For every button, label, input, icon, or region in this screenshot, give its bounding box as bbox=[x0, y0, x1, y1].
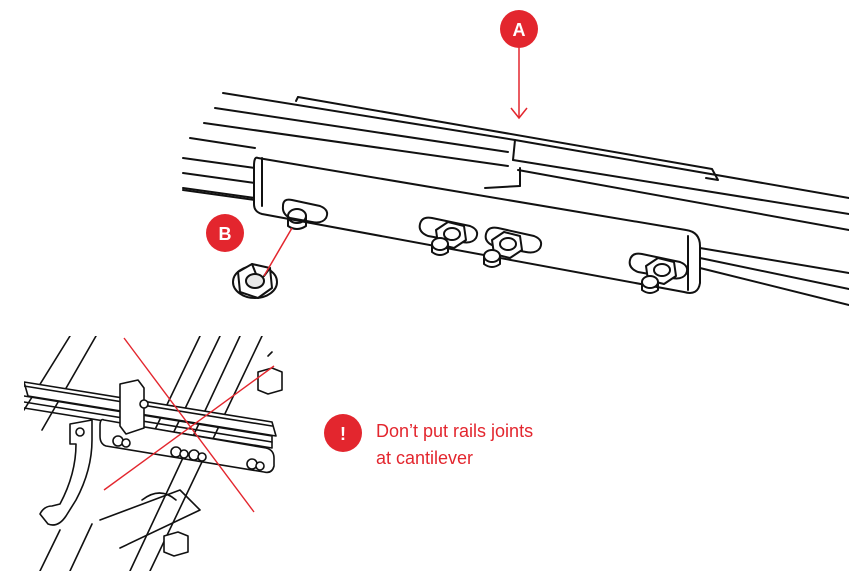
bolt-stud-1 bbox=[281, 198, 329, 230]
detail-splice-plate bbox=[99, 418, 275, 474]
callout-leaders bbox=[263, 48, 528, 277]
warning-message: Don’t put rails joints at cantilever bbox=[376, 418, 533, 472]
callout-b-label: B bbox=[219, 224, 232, 244]
end-clamp bbox=[119, 379, 145, 435]
roof-hook bbox=[39, 419, 93, 526]
splice-plate bbox=[253, 156, 701, 294]
warning-message-line-2: at cantilever bbox=[376, 448, 474, 468]
leader-a-arrowhead bbox=[510, 107, 528, 120]
warning-badge-label: ! bbox=[340, 424, 346, 444]
cantilever-detail bbox=[24, 336, 283, 571]
callout-b: B bbox=[206, 214, 244, 252]
right-rail bbox=[484, 139, 849, 306]
batten-blocks bbox=[163, 351, 283, 557]
left-rail bbox=[182, 92, 516, 201]
warning-badge: ! bbox=[324, 414, 362, 452]
flange-nut bbox=[232, 263, 278, 299]
warning-message-line-1: Don’t put rails joints bbox=[376, 421, 534, 441]
detail-bolts bbox=[112, 435, 265, 471]
callout-a-label: A bbox=[513, 20, 526, 40]
bolt-nut-3 bbox=[483, 226, 543, 268]
support-tube bbox=[99, 489, 201, 549]
bolt-nut-2 bbox=[418, 216, 479, 256]
incorrect-cross bbox=[103, 337, 275, 513]
exclamation-icon bbox=[324, 414, 362, 452]
leader-b bbox=[263, 227, 293, 277]
rail-splice-assembly bbox=[182, 92, 849, 306]
callout-a: A bbox=[500, 10, 538, 48]
bolt-nut-4 bbox=[628, 252, 689, 294]
